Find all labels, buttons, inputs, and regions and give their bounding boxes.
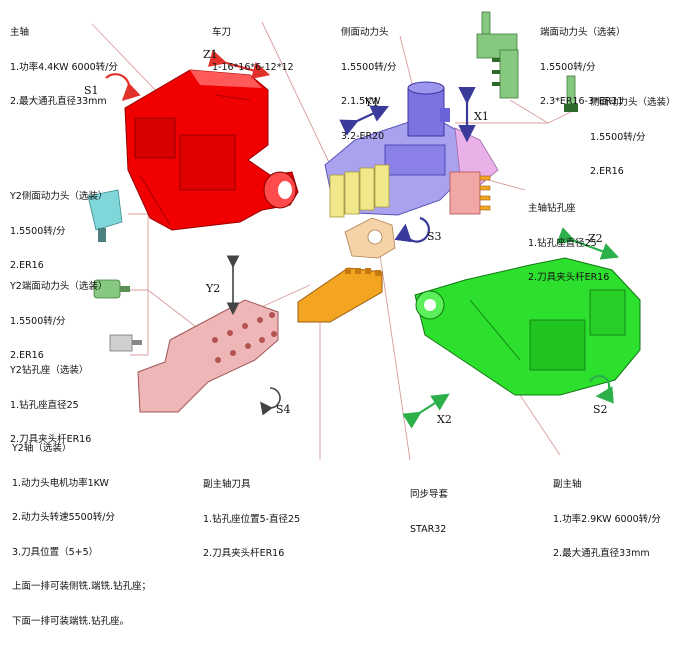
label-main-drill-seat: 主轴钻孔座 1.钻孔座直径25 2.刀具夹头杆ER16 xyxy=(528,180,609,307)
label-line: 1.钻孔座位置5-直径25 xyxy=(203,513,301,525)
y2-slide-illustration xyxy=(137,299,279,413)
label-line: 2.刀具夹头杆ER16 xyxy=(10,434,92,445)
label-line: 1.钻孔座直径25 xyxy=(528,237,597,249)
label-title: Y2钻孔座（选装） xyxy=(10,365,89,376)
label-line: 2.刀具夹头杆ER16 xyxy=(203,548,285,559)
label-line: 3.刀具位置（5+5） xyxy=(12,546,99,558)
label-line: 1.5500转/分 xyxy=(540,61,596,73)
label-y2-axis: Y2轴（选装） 1.动力头电机功率1KW 2.动力头转速5500转/分 3.刀具… xyxy=(12,420,151,650)
axis-z1: Z1 xyxy=(203,48,218,61)
axis-s1: S1 xyxy=(84,84,99,97)
label-title: Y2侧面动力头（选装） xyxy=(10,191,108,202)
label-y2-side-power-head: Y2侧面动力头（选装） 1.5500转/分 2.ER16 xyxy=(10,168,107,295)
label-sync-guide-bush: 同步导套 STAR32 xyxy=(410,466,448,558)
label-title: 侧面动力头 xyxy=(341,27,389,38)
label-title: 副主轴 xyxy=(553,479,582,490)
label-title: 主轴 xyxy=(10,27,30,38)
label-title: 车刀 xyxy=(212,27,232,38)
label-line: 1-16*16*6-12*12 xyxy=(212,61,294,73)
machine-illustration xyxy=(87,11,641,461)
label-end-power-head-optional: 端面动力头（选装） 1.5500转/分 2.3*ER16-3*ER11 xyxy=(540,4,626,131)
label-line: 1.5500转/分 xyxy=(10,315,66,327)
label-line: 1.5500转/分 xyxy=(341,61,397,73)
axis-y1: Y1 xyxy=(365,96,380,109)
axis-s3: S3 xyxy=(427,230,442,243)
label-line: 1.功率4.4KW 6000转/分 xyxy=(10,61,118,73)
label-title: 同步导套 xyxy=(410,489,449,500)
axis-y2: Y2 xyxy=(206,282,221,295)
label-line: 2.最大通孔直径33mm xyxy=(10,96,107,107)
label-line: 上面一排可装侧铣.端铣.钻孔座； xyxy=(12,581,152,592)
label-line: 2.ER16 xyxy=(10,350,44,361)
label-line: 1.5500转/分 xyxy=(590,131,646,143)
label-title: 侧面动力头（选装） xyxy=(590,97,676,108)
axis-z2: Z2 xyxy=(588,232,603,245)
motion-arrows xyxy=(105,49,620,429)
axis-x1: X1 xyxy=(474,110,489,123)
axis-s2: S2 xyxy=(593,403,608,416)
label-line: 2.1.5KW xyxy=(341,96,381,107)
label-sub-spindle-tool: 副主轴刀具 1.钻孔座位置5-直径25 2.刀具夹头杆ER16 xyxy=(203,456,300,583)
label-line: 1.钻孔座直径25 xyxy=(10,399,79,411)
label-side-power-head: 侧面动力头 1.5500转/分 2.1.5KW 3.2-ER20 xyxy=(341,4,396,165)
label-line: 2.最大通孔直径33mm xyxy=(553,548,650,559)
label-title: Y2端面动力头（选装） xyxy=(10,281,108,292)
label-line: 3.2-ER20 xyxy=(341,130,385,142)
label-line: 1.5500转/分 xyxy=(10,225,66,237)
sub-spindle-tool-illustration xyxy=(297,267,383,323)
label-line: 2.ER16 xyxy=(590,166,624,177)
y2-side-power-head-illustration xyxy=(87,189,123,242)
label-line: 下面一排可装端铣.钻孔座。 xyxy=(12,615,130,627)
label-line: 2.动力头转速5500转/分 xyxy=(12,512,115,523)
label-line: 2.刀具夹头杆ER16 xyxy=(528,272,610,283)
axis-x2: X2 xyxy=(437,413,452,426)
label-line: 2.ER16 xyxy=(10,260,44,271)
label-line: 2.3*ER16-3*ER11 xyxy=(540,96,624,107)
label-title: 副主轴刀具 xyxy=(203,479,251,490)
label-y2-drill-seat: Y2钻孔座（选装） 1.钻孔座直径25 2.刀具夹头杆ER16 xyxy=(10,342,91,469)
label-title: 主轴钻孔座 xyxy=(528,203,576,214)
optional-end-power-head-illustration xyxy=(476,11,519,99)
axis-s4: S4 xyxy=(276,403,291,416)
label-title: 端面动力头（选装） xyxy=(540,27,626,38)
label-line: STAR32 xyxy=(410,523,447,535)
label-main-spindle: 主轴 1.功率4.4KW 6000转/分 2.最大通孔直径33mm xyxy=(10,4,118,131)
label-sub-spindle: 副主轴 1.功率2.9KW 6000转/分 2.最大通孔直径33mm xyxy=(553,456,661,583)
label-side-power-head-optional: 侧面动力头（选装） 1.5500转/分 2.ER16 xyxy=(590,74,676,201)
y2-end-power-head-illustration xyxy=(93,279,130,299)
optional-side-power-head-illustration xyxy=(564,75,578,112)
label-y2-end-power-head: Y2端面动力头（选装） 1.5500转/分 2.ER16 xyxy=(10,258,107,385)
turret-illustration xyxy=(324,81,499,259)
label-title: Y2轴（选装） xyxy=(12,443,72,454)
y2-drill-seat-illustration xyxy=(109,334,142,352)
sub-spindle-illustration xyxy=(414,257,641,396)
label-line: 1.动力头电机功率1KW xyxy=(12,477,109,489)
main-spindle-illustration xyxy=(124,69,299,231)
machine-layout-diagram: Z1 S1 Y1 X1 S3 Y2 Z2 S4 X2 S2 主轴 1.功率4.4… xyxy=(10,4,676,627)
label-line: 1.功率2.9KW 6000转/分 xyxy=(553,513,661,525)
label-turning-tool: 车刀 1-16*16*6-12*12 xyxy=(212,4,294,96)
